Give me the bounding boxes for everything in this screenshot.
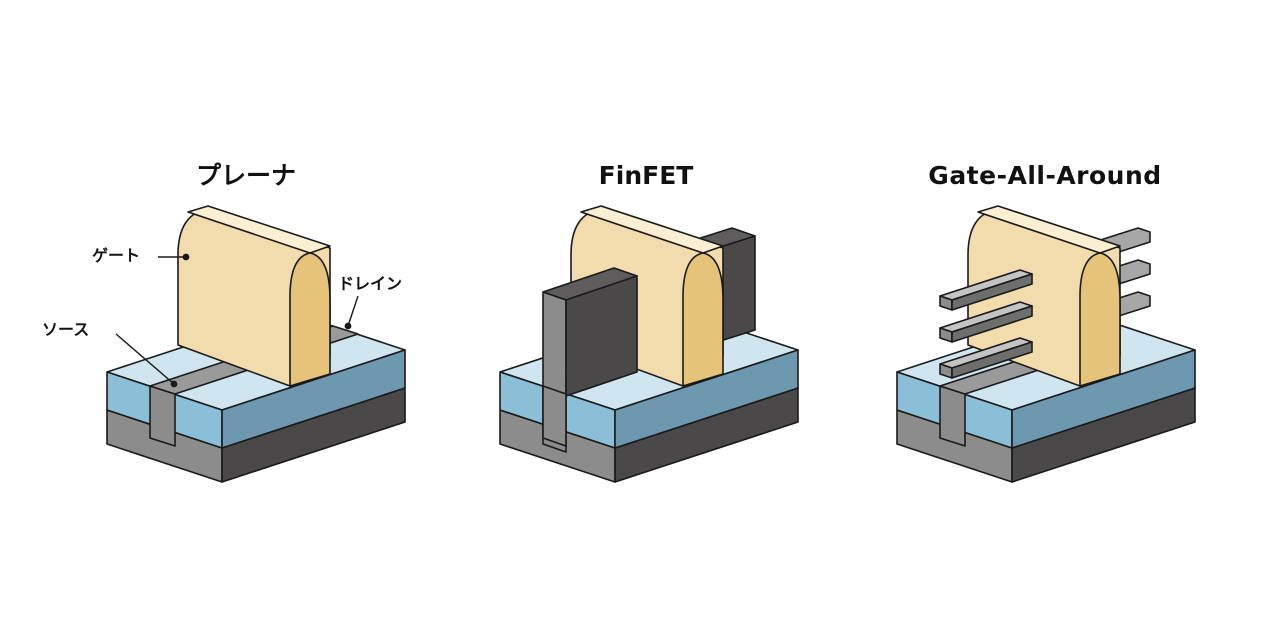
finfet-transistor [499, 205, 799, 483]
drain-callout-dot [344, 322, 352, 330]
gaa-front-sheet-3 [939, 337, 1033, 379]
gate-label: ゲート [92, 246, 141, 265]
source-label: ソース [42, 320, 90, 339]
gaa-oxide-side [1011, 349, 1196, 449]
drain-label: ドレイン [338, 274, 403, 293]
source-callout-line [115, 333, 175, 385]
planar-oxide-side [221, 349, 406, 449]
planar-gate-top [187, 205, 331, 254]
gaa-transistor [896, 205, 1196, 483]
finfet-gate-top [580, 205, 724, 254]
finfet-title: FinFET [598, 161, 694, 190]
gaa-front-sheet-2 [939, 301, 1033, 343]
gaa-gate-top [977, 205, 1121, 254]
planar-title: プレーナ [195, 161, 296, 190]
gaa-title: Gate-All-Around [928, 161, 1162, 190]
gaa-t-notch [939, 385, 966, 447]
gate-callout-dot [182, 253, 190, 261]
drain-callout-line [347, 295, 359, 327]
gaa-gate-side [1079, 252, 1121, 387]
planar-transistor [106, 205, 406, 483]
planar-t-notch [149, 385, 176, 447]
finfet-fin-front-side [565, 275, 638, 397]
source-callout-dot [170, 380, 178, 388]
planar-gate-side [289, 252, 331, 387]
finfet-gate-side [682, 252, 724, 387]
finfet-fin-notch [542, 385, 567, 447]
gaa-front-sheet-1 [939, 269, 1033, 311]
finfet-oxide-side [614, 349, 799, 449]
